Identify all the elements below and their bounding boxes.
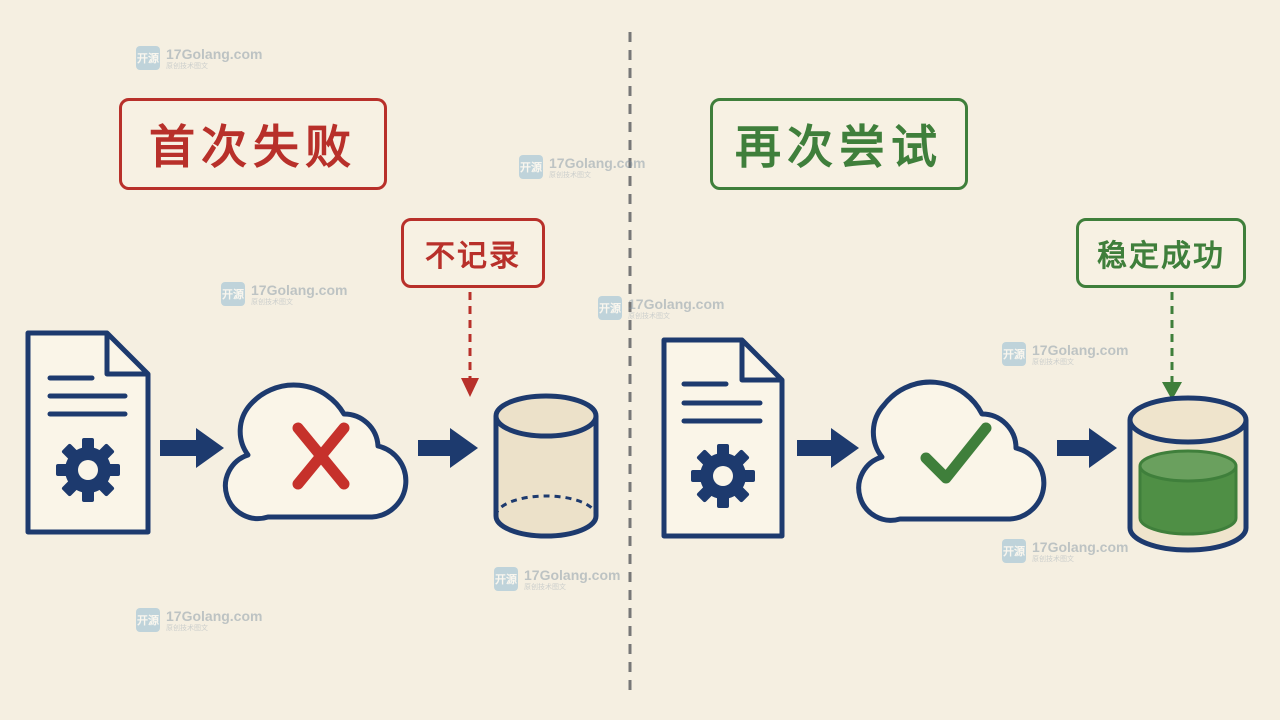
left-title-box: 首次失败 <box>119 98 387 190</box>
cloud-icon <box>856 379 1047 523</box>
arrow-icon <box>418 428 478 468</box>
right-title: 再次尝试 <box>735 120 943 174</box>
document-gear-icon <box>25 330 151 535</box>
arrow-icon <box>160 428 224 468</box>
left-title: 首次失败 <box>149 120 357 174</box>
right-note-box: 稳定成功 <box>1076 218 1246 288</box>
right-title-box: 再次尝试 <box>710 98 968 190</box>
error-x-icon <box>292 422 350 490</box>
left-note-box: 不记录 <box>401 218 545 288</box>
check-icon <box>920 422 992 484</box>
document-gear-icon <box>661 337 785 539</box>
left-note: 不记录 <box>425 239 521 274</box>
arrow-icon <box>797 428 859 468</box>
arrow-icon <box>1057 428 1117 468</box>
database-empty-icon <box>493 393 599 539</box>
right-note: 稳定成功 <box>1097 239 1225 274</box>
database-filled-icon <box>1127 395 1249 553</box>
